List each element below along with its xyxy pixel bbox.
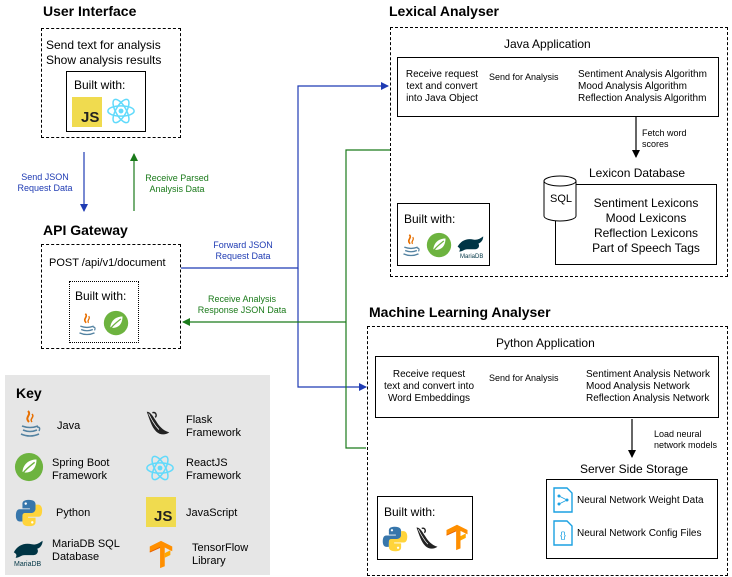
ui-line-2: Show analysis results <box>46 53 162 67</box>
lexical-built-with-label: Built with: <box>404 212 456 226</box>
spring-boot-icon <box>103 310 129 336</box>
ml-built-with-label: Built with: <box>384 505 436 519</box>
java-icon <box>77 311 97 338</box>
ui-title: User Interface <box>43 3 137 19</box>
config-file-icon: {} <box>553 520 573 546</box>
react-icon <box>106 96 136 126</box>
java-icon <box>18 408 42 440</box>
gateway-built-with-box <box>69 281 139 343</box>
java-icon <box>401 232 421 259</box>
key-mariadb-wordmark: MariaDB <box>14 561 42 568</box>
spring-boot-icon <box>14 452 44 482</box>
ui-built-with-label: Built with: <box>74 78 126 92</box>
key-javascript-label: JavaScript <box>186 507 238 519</box>
gateway-box <box>41 244 181 349</box>
svg-text:{}: {} <box>560 530 566 540</box>
lexical-app-box <box>397 57 719 117</box>
ui-box <box>41 28 181 138</box>
python-icon <box>14 498 44 528</box>
database-icon <box>543 175 577 222</box>
lexical-send-label: Send for Analysis <box>489 72 559 82</box>
ml-box <box>367 326 728 576</box>
flask-icon <box>143 408 173 438</box>
key-python-label: Python <box>56 507 91 519</box>
ui-line-1: Send text for analysis <box>46 38 161 52</box>
forward-json-arrow-ml <box>297 268 367 391</box>
storage-box <box>546 479 718 559</box>
python-icon <box>381 525 409 553</box>
ml-app-box <box>375 356 719 418</box>
key-title: Key <box>16 385 42 401</box>
mariadb-wordmark: MariaDB <box>460 254 484 260</box>
config-files-label: Neural Network Config Files <box>577 528 702 539</box>
gateway-built-with-label: Built with: <box>75 289 127 303</box>
key-panel <box>5 375 270 575</box>
lexical-app-title: Java Application <box>504 37 591 51</box>
receive-response-arrow <box>345 149 390 449</box>
key-java-label: Java <box>57 420 81 432</box>
ml-app-title: Python Application <box>496 336 595 350</box>
ml-title: Machine Learning Analyser <box>369 304 551 320</box>
forward-json-arrow-lexical <box>181 82 389 269</box>
spring-boot-icon <box>426 232 452 258</box>
lexical-box <box>390 27 728 277</box>
weight-data-label: Neural Network Weight Data <box>577 495 704 506</box>
ml-send-label: Send for Analysis <box>489 373 559 383</box>
tensorflow-icon <box>146 538 176 570</box>
javascript-icon: JS <box>146 497 176 527</box>
gateway-endpoint: POST /api/v1/document <box>49 257 166 269</box>
tensorflow-icon <box>443 522 471 552</box>
sql-label: SQL <box>549 193 572 205</box>
react-icon <box>145 453 175 483</box>
flask-icon <box>413 524 441 552</box>
javascript-icon: JS <box>72 97 102 127</box>
gateway-title: API Gateway <box>43 222 128 238</box>
storage-title: Server Side Storage <box>580 462 689 476</box>
lexical-title: Lexical Analyser <box>389 3 499 19</box>
lexicon-db-title: Lexicon Database <box>589 166 686 180</box>
lexicon-db-box <box>555 184 717 265</box>
neural-network-file-icon <box>553 487 573 513</box>
